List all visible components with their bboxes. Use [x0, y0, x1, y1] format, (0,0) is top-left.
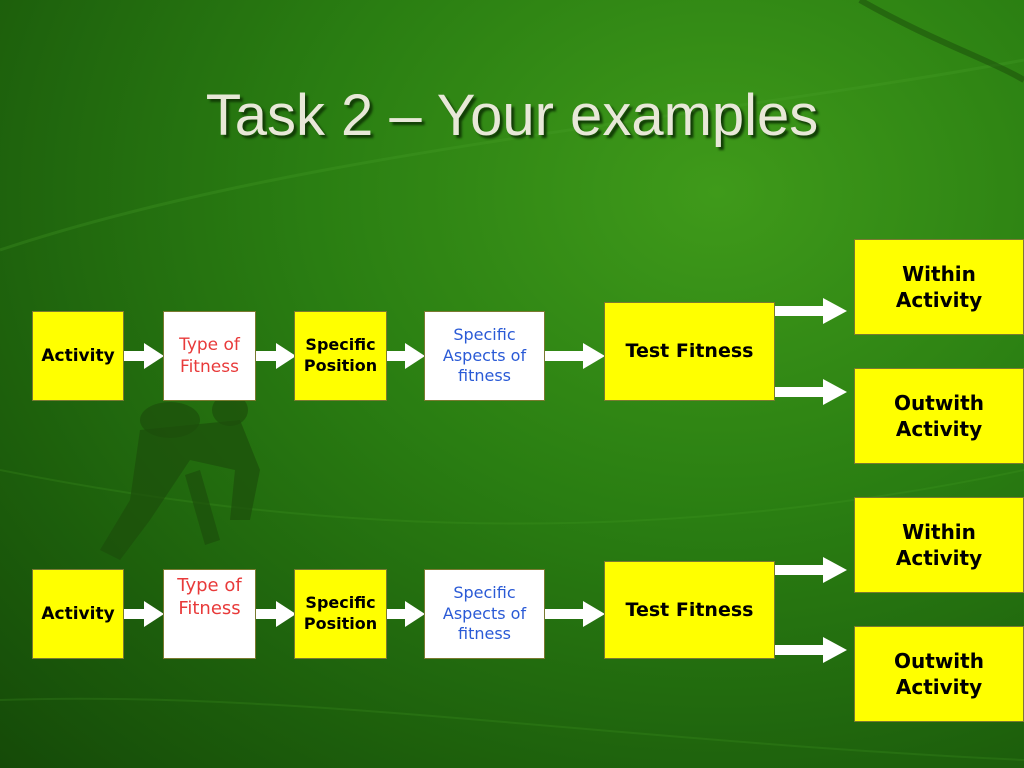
arrow-right-icon: [775, 379, 847, 405]
test-fitness-box: Test Fitness: [604, 561, 775, 659]
specific-position-line2: Position: [303, 356, 378, 375]
activity-box: Activity: [32, 569, 124, 659]
type-of-fitness-line2: Fitness: [180, 357, 239, 377]
arrow-right-icon: [256, 343, 296, 369]
specific-position-line1: Specific: [305, 335, 376, 355]
test-fitness-box: Test Fitness: [604, 302, 775, 401]
type-of-fitness-line2: Fitness: [178, 598, 241, 620]
arrow-right-icon: [775, 298, 847, 324]
specific-aspects-line3: fitness: [457, 624, 511, 644]
test-fitness-label: Test Fitness: [625, 340, 754, 363]
type-of-fitness-line1: Type of: [177, 575, 242, 596]
type-of-fitness-line1: Type of: [179, 334, 240, 355]
outwith-activity-line1: Outwith: [894, 391, 984, 415]
within-activity-box: Within Activity: [854, 497, 1024, 593]
specific-position-line2: Position: [303, 614, 378, 633]
specific-position-box: Specific Position: [294, 311, 387, 401]
specific-aspects-line2: Aspects of: [442, 345, 527, 365]
within-activity-line2: Activity: [895, 546, 983, 570]
test-fitness-label: Test Fitness: [625, 598, 754, 621]
arrow-right-icon: [545, 343, 605, 369]
type-of-fitness-box: Type of Fitness: [163, 569, 256, 659]
within-activity-line1: Within: [902, 262, 976, 286]
page-title: Task 2 – Your examples: [205, 83, 819, 148]
specific-aspects-line3: fitness: [457, 366, 511, 386]
sprinter-silhouette-icon: [100, 394, 260, 560]
outwith-activity-line1: Outwith: [894, 649, 984, 673]
arrow-right-icon: [775, 637, 847, 663]
within-activity-line1: Within: [902, 520, 976, 544]
specific-position-line1: Specific: [305, 593, 376, 613]
arrow-right-icon: [256, 601, 296, 627]
specific-position-box: Specific Position: [294, 569, 387, 659]
outwith-activity-box: Outwith Activity: [854, 368, 1024, 464]
activity-label: Activity: [41, 345, 115, 366]
within-activity-line2: Activity: [895, 288, 983, 312]
specific-aspects-box: Specific Aspects of fitness: [424, 569, 545, 659]
specific-aspects-line1: Specific: [453, 582, 516, 602]
arrow-right-icon: [775, 557, 847, 583]
arrow-right-icon: [545, 601, 605, 627]
activity-label: Activity: [41, 603, 115, 624]
activity-box: Activity: [32, 311, 124, 401]
outwith-activity-line2: Activity: [895, 417, 983, 441]
arrow-right-icon: [387, 601, 425, 627]
within-activity-box: Within Activity: [854, 239, 1024, 335]
type-of-fitness-box: Type of Fitness: [163, 311, 256, 401]
outwith-activity-box: Outwith Activity: [854, 626, 1024, 722]
arrow-right-icon: [124, 601, 164, 627]
specific-aspects-line1: Specific: [453, 324, 516, 344]
specific-aspects-line2: Aspects of: [442, 603, 527, 623]
arrow-right-icon: [387, 343, 425, 369]
arrow-right-icon: [124, 343, 164, 369]
specific-aspects-box: Specific Aspects of fitness: [424, 311, 545, 401]
outwith-activity-line2: Activity: [895, 675, 983, 699]
